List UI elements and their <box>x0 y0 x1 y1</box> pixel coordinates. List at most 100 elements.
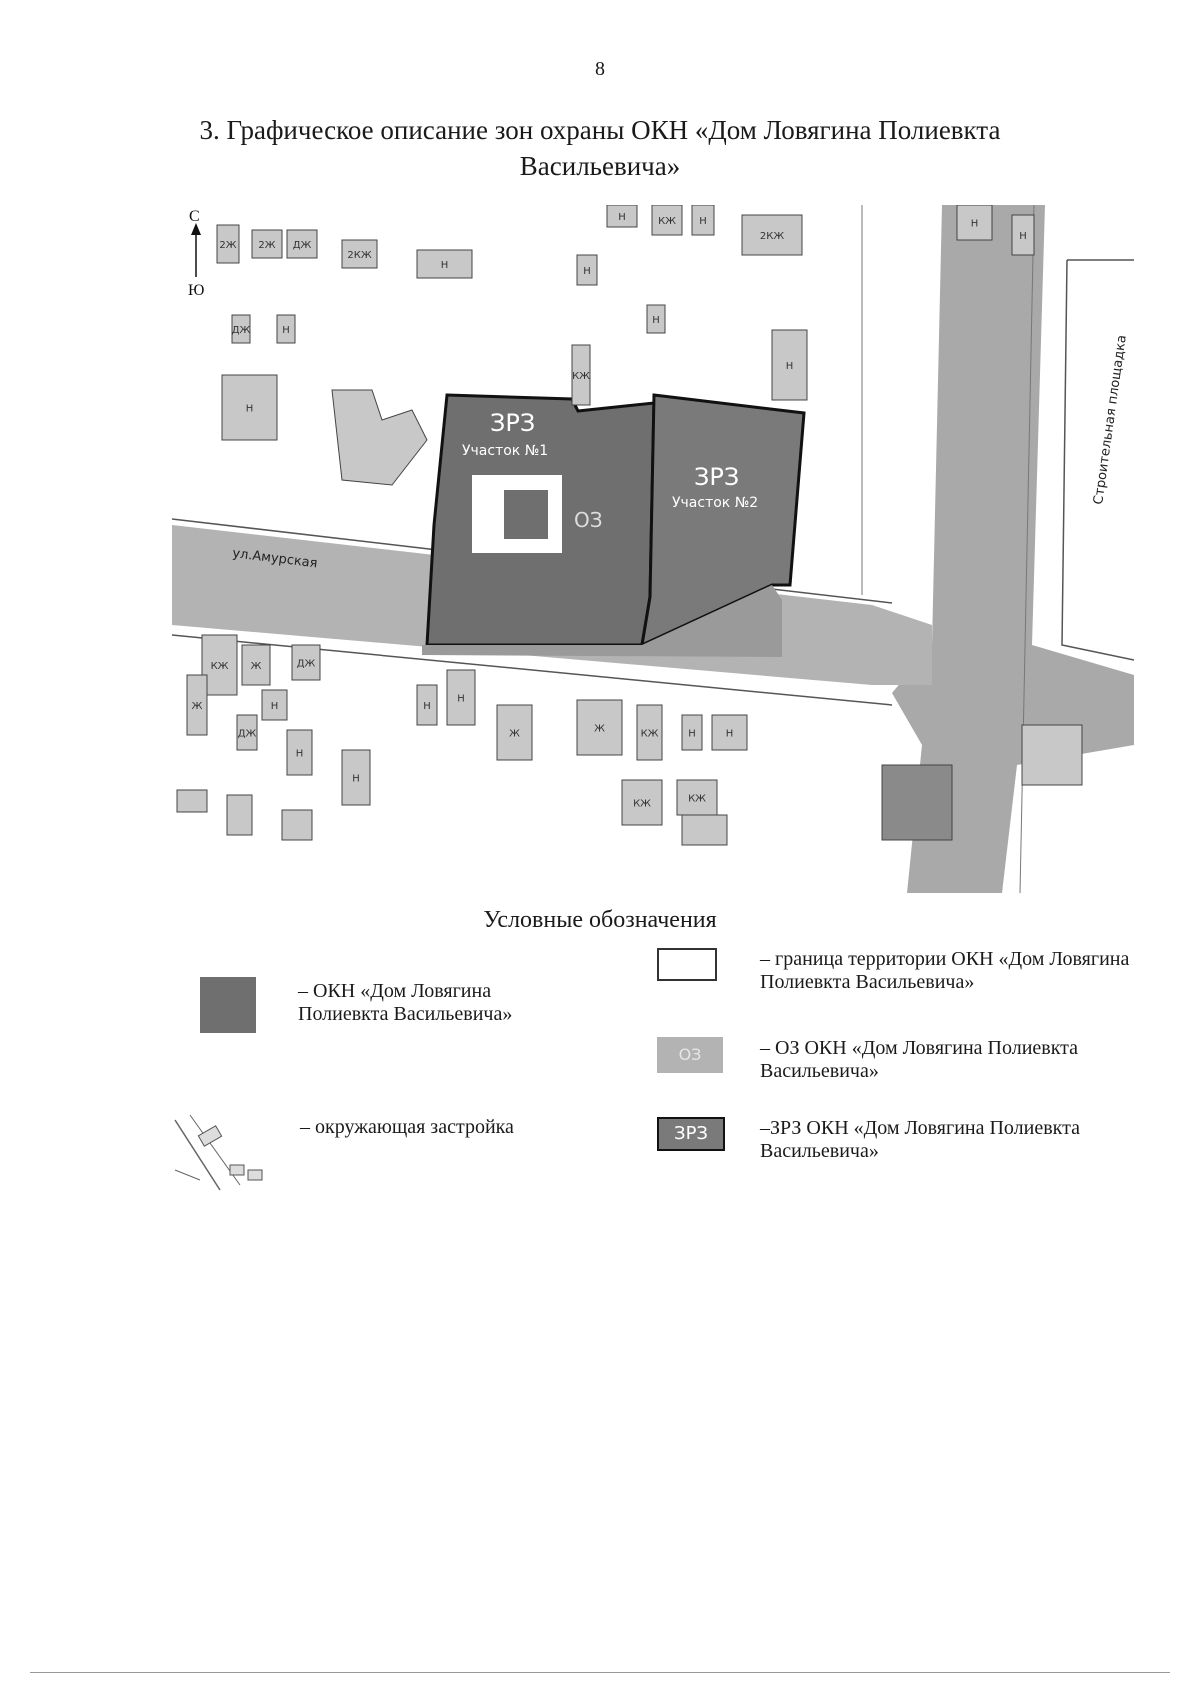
building <box>621 779 663 826</box>
building <box>576 254 598 286</box>
building <box>606 205 638 228</box>
zone-1-label: ЗРЗ <box>490 409 535 437</box>
oz-zone <box>422 585 782 657</box>
building <box>646 304 666 334</box>
building-label: Н <box>246 404 254 415</box>
zone-2-label: ЗРЗ <box>694 463 739 491</box>
building <box>236 714 258 751</box>
building <box>1021 724 1083 786</box>
zone-1-sub: Участок №1 <box>462 443 548 459</box>
legend-text-border: – граница территории ОКН «Дом Ловягина П… <box>760 948 1130 993</box>
building-label: Н <box>423 701 431 712</box>
building <box>446 669 476 726</box>
building <box>341 749 371 806</box>
building <box>331 389 428 486</box>
building <box>276 314 296 344</box>
page-number: 8 <box>595 58 605 80</box>
surrounding-buildings <box>176 205 1083 846</box>
building <box>1011 214 1035 256</box>
building-label: Ж <box>251 661 262 672</box>
south-label: Ю <box>188 282 204 299</box>
building <box>281 809 313 841</box>
legend-text-oz: – ОЗ ОКН «Дом Ловягина Полиевкта Василье… <box>760 1037 1079 1082</box>
oz-swatch-label: ОЗ <box>678 1045 702 1064</box>
building <box>261 689 288 721</box>
building <box>291 644 321 681</box>
building-label: 2КЖ <box>347 250 371 261</box>
building <box>571 344 591 406</box>
legend-title: Условные обозначения <box>483 907 717 933</box>
building-label: Н <box>457 694 465 705</box>
title-line-2: Васильевича» <box>519 151 681 181</box>
building <box>176 789 208 813</box>
building <box>201 634 238 696</box>
building-label: Н <box>583 266 591 277</box>
building-label: 2Ж <box>258 240 275 251</box>
legend-text-okn: – ОКН «Дом Ловягина Полиевкта Васильевич… <box>298 980 513 1025</box>
legend-swatch-buildings <box>170 1110 280 1200</box>
building-label: КЖ <box>211 661 229 672</box>
building-label: Н <box>652 315 660 326</box>
building <box>496 704 533 761</box>
building <box>251 229 283 259</box>
building-label: ДЖ <box>238 729 257 740</box>
oz-label: ОЗ <box>574 508 603 532</box>
building <box>241 644 271 686</box>
building-label: Н <box>618 212 626 223</box>
building <box>416 684 438 726</box>
building <box>771 329 808 401</box>
building <box>416 249 473 279</box>
vertical-road <box>892 205 1134 893</box>
building-label: Ж <box>192 701 203 712</box>
building-label: Н <box>282 325 290 336</box>
building-label: ДЖ <box>232 325 251 336</box>
building-label: Н <box>441 260 449 271</box>
building <box>651 205 683 236</box>
legend-swatch-oz: ОЗ <box>657 1037 723 1073</box>
building <box>741 214 803 256</box>
zone-map: ЗРЗ Участок №1 ЗРЗ Участок №2 ОЗ ул.Амур… <box>172 205 1134 893</box>
building-label: Н <box>1019 231 1027 242</box>
building-label: КЖ <box>572 371 590 382</box>
legend-text-buildings: – окружающая застройка <box>300 1116 514 1138</box>
building-label: КЖ <box>688 794 706 805</box>
page-bottom-line <box>30 1672 1170 1673</box>
building-label: Н <box>688 729 696 740</box>
building <box>286 729 313 776</box>
map-svg: ЗРЗ Участок №1 ЗРЗ Участок №2 ОЗ ул.Амур… <box>172 205 1134 893</box>
building-label: Н <box>296 749 304 760</box>
building <box>226 794 253 836</box>
building-label: ДЖ <box>297 659 316 670</box>
building <box>576 699 623 756</box>
building-label: Н <box>786 361 794 372</box>
building-label: Н <box>726 729 734 740</box>
building <box>711 714 748 751</box>
building-label: КЖ <box>633 799 651 810</box>
title-line-1: 3. Графическое описание зон охраны ОКН «… <box>199 115 1001 145</box>
building-label: Ж <box>509 729 520 740</box>
building-label: Н <box>971 219 979 230</box>
building <box>186 674 208 736</box>
building <box>681 714 703 751</box>
building-label: 2КЖ <box>760 231 784 242</box>
building-label: Н <box>699 216 707 227</box>
building <box>956 205 993 241</box>
building-label: Н <box>352 774 360 785</box>
legend-swatch-okn <box>200 977 256 1033</box>
buildings-sample-icon <box>174 1114 263 1191</box>
site-frame <box>1061 259 1134 661</box>
building <box>231 314 251 344</box>
section-title: 3. Графическое описание зон охраны ОКН «… <box>150 112 1050 184</box>
building <box>681 814 728 846</box>
building-label: 2Ж <box>219 240 236 251</box>
north-arrow-icon <box>191 223 201 235</box>
building-label: КЖ <box>641 729 659 740</box>
zone-2-sub: Участок №2 <box>672 495 758 511</box>
building-label: ДЖ <box>293 240 312 251</box>
legend-swatch-border <box>657 948 717 981</box>
building <box>341 239 378 269</box>
okn-building <box>504 490 548 539</box>
building <box>636 704 663 761</box>
north-label: С <box>189 208 200 225</box>
building <box>691 205 715 236</box>
